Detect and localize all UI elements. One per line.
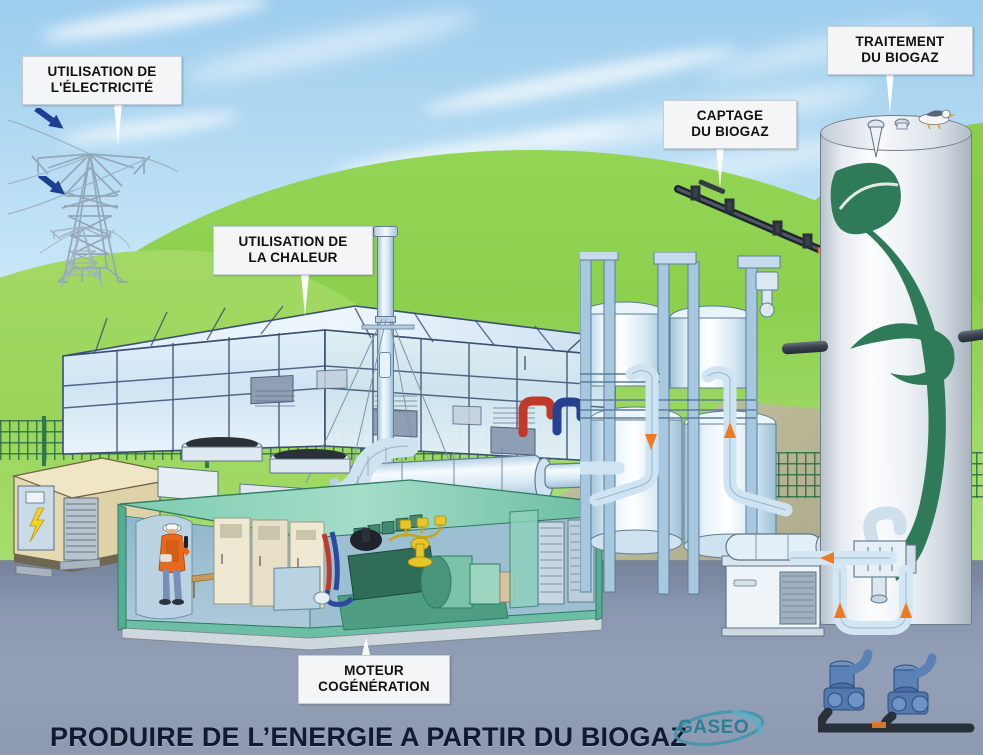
electricity-arrow-1 xyxy=(34,108,64,129)
tank-base-piping xyxy=(790,551,913,635)
stack-port xyxy=(379,352,391,378)
biogas-arrow-filter-down xyxy=(645,434,657,450)
pumps xyxy=(818,649,975,733)
sign-stem-captage-biogaz xyxy=(716,146,724,188)
label-traitement-biogaz: TRAITEMENT DU BIOGAZ xyxy=(827,26,973,75)
tank-top-fittings xyxy=(867,109,956,158)
pump-1 xyxy=(823,649,873,711)
label-moteur-cogeneration: MOTEUR COGÉNÉRATION xyxy=(298,655,450,704)
fence-post xyxy=(42,416,46,466)
lightning-bolt-icon xyxy=(29,507,45,543)
biogas-arrow-tank-left xyxy=(820,552,834,564)
pump-2 xyxy=(887,653,937,715)
sign-stem-utilisation-chaleur xyxy=(301,274,309,316)
label-utilisation-chaleur: UTILISATION DE LA CHALEUR xyxy=(213,226,373,275)
label-captage-biogaz: CAPTAGE DU BIOGAZ xyxy=(663,100,797,149)
sign-stem-utilisation-electricite xyxy=(114,104,122,146)
brand-logo: GASEO xyxy=(672,706,767,750)
gas-filter-vessels xyxy=(580,252,793,595)
cogeneration-container xyxy=(117,479,603,651)
sign-stem-traitement-biogaz xyxy=(886,72,894,114)
operator xyxy=(158,523,190,605)
logo-text: GASEO xyxy=(678,717,750,738)
stack-cap xyxy=(373,226,398,237)
page-title: PRODUIRE DE L’ENERGIE A PARTIR DU BIOGAZ xyxy=(50,722,688,752)
seagull xyxy=(918,109,956,130)
biogas-arrow-pump-2 xyxy=(900,602,912,618)
biogas-storage-tank xyxy=(820,109,972,625)
biogas-arrow-filter-up xyxy=(724,422,736,438)
power-pylon-large xyxy=(8,119,178,283)
label-utilisation-electricite: UTILISATION DE L'ÉLECTRICITÉ xyxy=(22,56,182,105)
sign-stem-moteur-cogeneration xyxy=(362,637,370,655)
heat-pipes xyxy=(518,396,585,437)
logo-swoosh-icon xyxy=(673,709,765,746)
power-pylon-small xyxy=(40,224,130,288)
electricity-arrow-2 xyxy=(37,176,66,195)
biogas-arrow-pump-1 xyxy=(834,602,846,618)
